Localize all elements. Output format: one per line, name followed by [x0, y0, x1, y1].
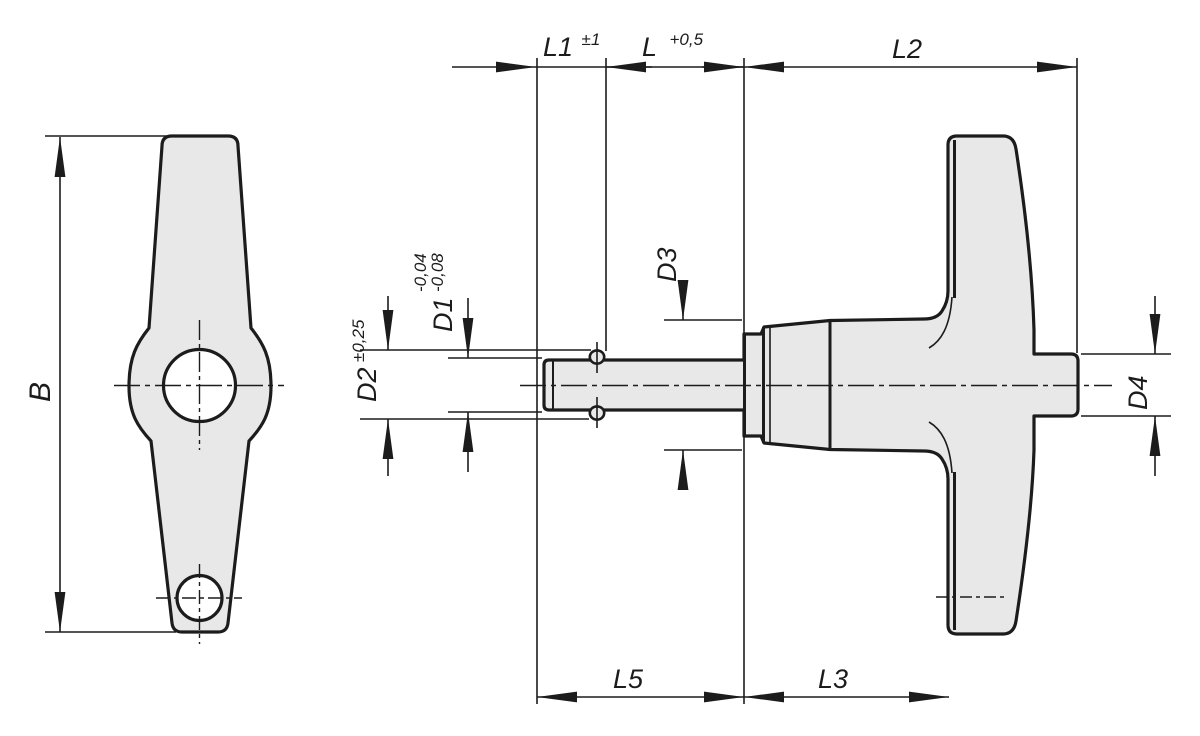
l1-label-text: L1: [543, 32, 573, 62]
l1-tolerance-text: ±1: [582, 30, 601, 49]
centerlines: [114, 320, 1112, 644]
d1-dim-label: D1 -0,04 -0,08: [411, 249, 458, 332]
l-dim-label: L +0,5: [642, 30, 704, 62]
dimension-labels: B L1 ±1 L +0,5 L2 D1 -0,04 -0,08 D2 ±0,2…: [24, 30, 1153, 694]
l3-dim-label: L3: [818, 664, 848, 694]
handle-blend-curves: [928, 296, 953, 474]
d4-dim-label: D4: [1123, 375, 1153, 410]
blend-curve-bottom: [928, 421, 953, 474]
l-label-text: L: [642, 32, 657, 62]
dimension-lines: [54, 61, 1161, 703]
l5-dim-label: L5: [613, 664, 644, 694]
blend-curve-top: [928, 296, 953, 349]
d1-tolerance-upper: -0,04: [411, 253, 430, 292]
b-dim-label: B: [24, 382, 57, 402]
d3-dim-label: D3: [652, 247, 682, 282]
d1-label-text: D1: [428, 297, 458, 332]
l2-dim-label: L2: [892, 34, 922, 64]
l-tolerance-text: +0,5: [669, 30, 703, 49]
d2-dim-label: D2 ±0,25: [349, 319, 382, 402]
d2-label-text: D2: [352, 367, 382, 402]
l1-dim-label: L1 ±1: [543, 30, 600, 62]
d1-tolerance-lower: -0,08: [428, 253, 447, 292]
d2-tolerance-text: ±0,25: [349, 319, 368, 362]
